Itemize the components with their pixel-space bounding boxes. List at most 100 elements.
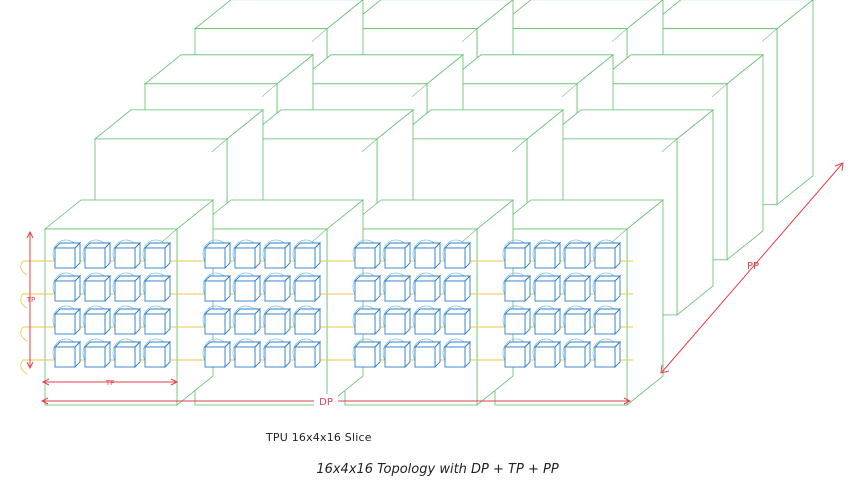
chip-front: [84, 313, 106, 335]
dp-arrowhead-left: [40, 397, 49, 405]
tp-horizontal-label: TP: [105, 379, 115, 387]
chip-c1-r0-k2: [262, 239, 292, 270]
chip-front: [84, 280, 106, 302]
chip-c1-r3-k0: [202, 338, 232, 369]
front-cube-1-edge: [311, 228, 328, 243]
chip-side: [104, 307, 111, 336]
back-cube-r3-c2-edge: [611, 28, 628, 42]
chip-side: [74, 340, 81, 369]
chip-front: [564, 280, 586, 302]
tp-vertical-arrowhead-bottom: [26, 361, 34, 370]
chip-front: [204, 280, 226, 302]
chip-front: [114, 280, 136, 302]
chip-side: [554, 340, 561, 369]
chip-front: [504, 280, 526, 302]
chip-front: [534, 313, 556, 335]
chip-front: [264, 280, 286, 302]
chip-front: [144, 280, 166, 302]
chip-front: [354, 247, 376, 269]
chip-front: [594, 346, 616, 368]
chip-c1-r0-k3: [292, 239, 322, 270]
front-cube-0-side-face: [176, 199, 214, 406]
chip-c1-r0-k1: [232, 239, 262, 270]
chip-c1-r1-k1: [232, 272, 262, 303]
chip-side: [614, 241, 621, 270]
chip-c0-r1-k2: [112, 272, 142, 303]
chip-c2-r2-k3: [442, 305, 472, 336]
chip-front: [54, 280, 76, 302]
chip-front: [564, 346, 586, 368]
chip-c0-r2-k1: [82, 305, 112, 336]
chip-c3-r2-k0: [502, 305, 532, 336]
chip-front: [384, 247, 406, 269]
chip-front: [204, 247, 226, 269]
chip-c1-r2-k0: [202, 305, 232, 336]
chip-side: [164, 340, 171, 369]
chip-side: [374, 241, 381, 270]
chip-side: [224, 241, 231, 270]
chip-front: [294, 247, 316, 269]
chip-c2-r0-k0: [352, 239, 382, 270]
chip-front: [594, 313, 616, 335]
chip-c0-r3-k3: [142, 338, 172, 369]
chip-side: [464, 340, 471, 369]
front-cube-1-side-face: [326, 199, 364, 406]
pp-label: PP: [747, 261, 759, 272]
tp-horizontal-arrowhead-left: [41, 378, 50, 386]
chip-side: [584, 307, 591, 336]
chip-front: [504, 247, 526, 269]
chip-side: [404, 241, 411, 270]
chip-side: [614, 274, 621, 303]
chip-side: [284, 241, 291, 270]
chip-front: [234, 313, 256, 335]
link-wrap-1: [20, 293, 28, 309]
chip-c0-r3-k1: [82, 338, 112, 369]
chip-c1-r2-k3: [292, 305, 322, 336]
chip-c0-r1-k3: [142, 272, 172, 303]
front-cube-2-side-face: [476, 199, 514, 406]
chip-front: [594, 280, 616, 302]
chip-front: [264, 247, 286, 269]
diagram-caption: 16x4x16 Topology with DP + TP + PP: [316, 462, 559, 477]
chip-side: [614, 307, 621, 336]
chip-side: [584, 241, 591, 270]
chip-front: [564, 313, 586, 335]
chip-side: [134, 241, 141, 270]
chip-side: [254, 241, 261, 270]
chip-front: [84, 346, 106, 368]
tp-horizontal-arrowhead-right: [170, 378, 179, 386]
chip-side: [614, 340, 621, 369]
back-cube-r1-c3-side-face: [676, 109, 714, 316]
chip-c2-r2-k2: [412, 305, 442, 336]
link-wrap-0: [20, 260, 28, 276]
link-wrap-2: [20, 326, 28, 342]
chip-front: [114, 247, 136, 269]
front-cube-2: [343, 199, 515, 406]
slice-label: TPU 16x4x16 Slice: [266, 431, 372, 444]
chip-side: [164, 274, 171, 303]
back-cube-r1-c3-edge: [661, 138, 678, 153]
chip-side: [464, 307, 471, 336]
chip-front: [114, 346, 136, 368]
chip-side: [524, 241, 531, 270]
chip-side: [554, 274, 561, 303]
chip-c2-r2-k0: [352, 305, 382, 336]
chip-side: [284, 340, 291, 369]
chip-c0-r2-k0: [52, 305, 82, 336]
back-cube-r3-c3-side-face: [776, 0, 814, 206]
chip-side: [224, 274, 231, 303]
chip-side: [584, 340, 591, 369]
chip-side: [74, 241, 81, 270]
chip-front: [504, 346, 526, 368]
chip-c0-r0-k2: [112, 239, 142, 270]
chip-side: [74, 274, 81, 303]
chip-side: [134, 340, 141, 369]
chip-front: [54, 313, 76, 335]
chip-side: [434, 274, 441, 303]
tp-vertical-arrowhead-top: [26, 230, 34, 239]
chip-c2-r1-k2: [412, 272, 442, 303]
chip-c1-r1-k0: [202, 272, 232, 303]
chip-side: [524, 274, 531, 303]
chip-c2-r2-k1: [382, 305, 412, 336]
